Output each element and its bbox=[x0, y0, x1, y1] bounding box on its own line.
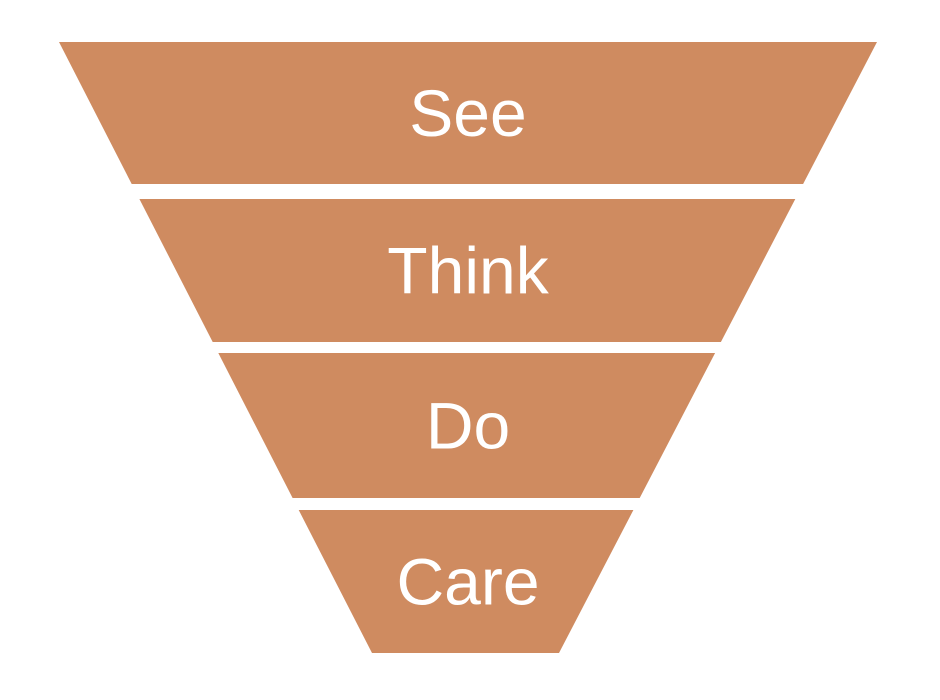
funnel-layer-do bbox=[218, 353, 716, 498]
funnel-layer-label-think: Think bbox=[387, 234, 549, 308]
funnel-layer-see bbox=[59, 42, 877, 184]
funnel-layer-label-care: Care bbox=[396, 545, 539, 619]
funnel-layer-care bbox=[298, 510, 634, 653]
funnel-layer-label-see: See bbox=[409, 76, 526, 150]
funnel-layer-label-do: Do bbox=[426, 389, 510, 463]
funnel-layer-think bbox=[139, 199, 796, 342]
